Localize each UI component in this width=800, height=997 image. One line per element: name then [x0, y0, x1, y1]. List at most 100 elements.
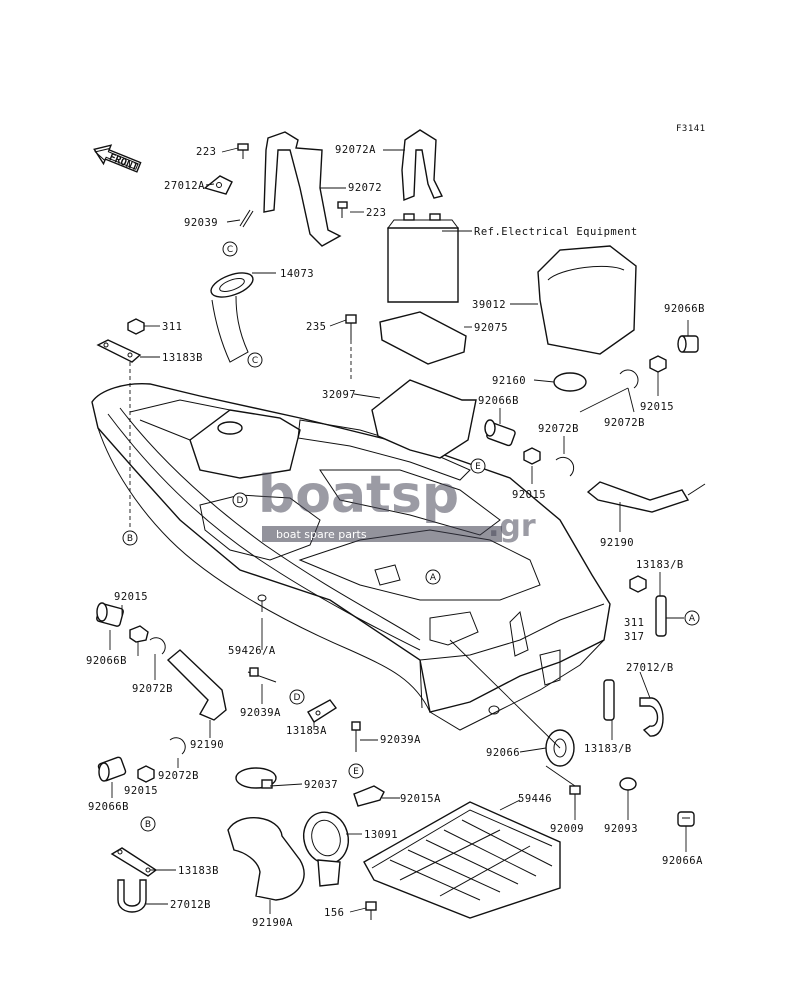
figure-code: F3141 — [676, 124, 706, 134]
callout-92160: 92160 — [492, 375, 526, 387]
callout-92190A: 92190A — [252, 917, 293, 929]
callout-13183A: 13183A — [286, 725, 327, 737]
svg-text:D: D — [294, 693, 301, 703]
battery — [387, 213, 459, 303]
ref-marker-e-hull: E — [470, 458, 486, 474]
bolt-235 — [345, 314, 357, 340]
plate-13183B-bottom — [110, 847, 158, 877]
watermark-suffix: .gr — [488, 509, 536, 544]
callout-39012: 39012 — [472, 299, 506, 311]
ref-marker-c-mid: C — [247, 352, 263, 368]
clamp-92072B-a — [619, 369, 639, 389]
callout-92066: 92066 — [486, 747, 520, 759]
tray-92075 — [379, 311, 467, 365]
callout-92015-left: 92015 — [114, 591, 148, 603]
bracket-92015A — [353, 785, 385, 807]
ref-marker-b-left: B — [122, 530, 138, 546]
svg-text:E: E — [475, 462, 481, 472]
nut-92015-left-bottom — [137, 765, 155, 783]
callout-92015A: 92015A — [400, 793, 441, 805]
watermark-tagline: boat spare parts — [276, 528, 367, 541]
callout-27012B-bottom: 27012B — [170, 899, 211, 911]
hull-59426 — [91, 382, 611, 731]
hose-92190A — [227, 817, 305, 901]
nut-92015-mid — [523, 447, 541, 465]
bracket-13091 — [303, 811, 349, 887]
svg-text:B: B — [145, 820, 151, 830]
pin-92039A-mid — [351, 721, 361, 752]
bolt-223-mid — [337, 201, 348, 218]
callout-13183B-bottom: 13183B — [178, 865, 219, 877]
case-32097 — [371, 379, 477, 459]
callout-311-top: 311 — [162, 321, 182, 333]
callout-13091: 13091 — [364, 829, 398, 841]
callout-13183B-top: 13183B — [162, 352, 203, 364]
front-arrow-icon: FRONT — [93, 144, 142, 173]
hose-92190-left — [166, 649, 227, 721]
grommet-14073 — [210, 272, 254, 363]
ref-marker-a-right: A — [684, 610, 700, 626]
nut-92015-right — [649, 355, 667, 373]
callout-311-right: 311 — [624, 617, 644, 629]
callout-92015-left-bottom: 92015 — [124, 785, 158, 797]
washer-92093 — [619, 777, 637, 791]
callout-92066A: 92066A — [662, 855, 703, 867]
cap-92160 — [553, 372, 587, 392]
callout-13183B-right: 13183/B — [636, 559, 684, 571]
plate-13183B-top — [96, 339, 142, 363]
nut-92015-left — [129, 625, 149, 643]
svg-text:A: A — [689, 614, 696, 624]
callout-92190-right: 92190 — [600, 537, 634, 549]
ref-marker-d-hull: D — [232, 492, 248, 508]
fitting-92066B-left-bottom — [97, 756, 127, 782]
grate-59446 — [363, 801, 561, 919]
nut-311-317-right — [629, 575, 647, 593]
svg-text:A: A — [430, 573, 437, 583]
svg-text:C: C — [252, 356, 258, 366]
callout-92093: 92093 — [604, 823, 638, 835]
ref-marker-c-top: C — [222, 241, 238, 257]
svg-text:D: D — [237, 496, 244, 506]
callout-92072B-c: 92072B — [132, 683, 173, 695]
callout-92039A-left: 92039A — [240, 707, 281, 719]
callout-92066B-left-top: 92066B — [86, 655, 127, 667]
callout-223-mid: 223 — [366, 207, 386, 219]
callout-14073: 14073 — [280, 268, 314, 280]
callout-92015-right: 92015 — [640, 401, 674, 413]
clamp-92072B-b — [555, 456, 575, 477]
callout-156: 156 — [324, 907, 344, 919]
clamp-92072B-c — [149, 637, 166, 655]
clip-27012A — [203, 175, 233, 195]
band-92072 — [263, 131, 342, 247]
callout-32097: 32097 — [322, 389, 356, 401]
callout-92190-left: 92190 — [190, 739, 224, 751]
callout-92066B-mid: 92066B — [478, 395, 519, 407]
fitting-92066B-left-top — [96, 602, 124, 627]
screw-92009 — [569, 785, 581, 810]
callout-59446: 59446 — [518, 793, 552, 805]
callout-92037: 92037 — [304, 779, 338, 791]
box-39012 — [537, 245, 637, 355]
ref-marker-a-hull: A — [425, 569, 441, 585]
callout-92072B-d: 92072B — [158, 770, 199, 782]
callout-92072A: 92072A — [335, 144, 376, 156]
ref-marker-e-lower: E — [348, 763, 364, 779]
clamp-92037 — [235, 767, 277, 789]
callout-92072B-a: 92072B — [604, 417, 645, 429]
callout-92015-mid: 92015 — [512, 489, 546, 501]
part-callouts: 223 27012A 92039 92072 223 92072A Ref.El… — [86, 144, 705, 929]
ref-marker-d-lower: D — [289, 689, 305, 705]
watermark-brand: boatsp — [258, 465, 459, 525]
callout-92072: 92072 — [348, 182, 382, 194]
callout-27012B-right: 27012/B — [626, 662, 674, 674]
svg-text:B: B — [127, 534, 133, 544]
ref-marker-b-lower: B — [140, 816, 156, 832]
fitting-92066B-mid — [484, 419, 516, 447]
plate-13183B-center — [603, 679, 615, 721]
callout-235: 235 — [306, 321, 326, 333]
callout-92066B-right: 92066B — [664, 303, 705, 315]
callout-92039A-mid: 92039A — [380, 734, 421, 746]
callout-92009: 92009 — [550, 823, 584, 835]
callout-13183B-center: 13183/B — [584, 743, 632, 755]
callout-27012A: 27012A — [164, 180, 205, 192]
